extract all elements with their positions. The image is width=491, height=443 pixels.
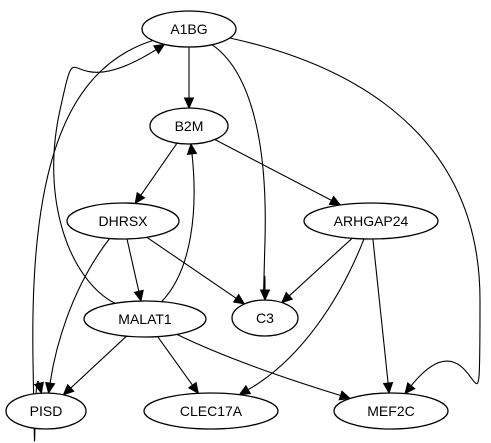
edge-b2m-to-dhrsx: [134, 142, 178, 205]
arrowhead-icon: [232, 293, 246, 305]
edge-dhrsx-to-malat1: [126, 238, 144, 303]
arrowhead-icon: [186, 142, 198, 155]
edge-line: [146, 236, 237, 299]
node-dhrsx[interactable]: DHRSX: [66, 202, 180, 240]
node-label: ARHGAP24: [334, 213, 409, 229]
arrowhead-icon: [382, 382, 394, 395]
edge-line: [247, 238, 365, 391]
arrowhead-icon: [187, 381, 200, 395]
node-clec17a[interactable]: CLEC17A: [143, 392, 279, 430]
node-b2m[interactable]: B2M: [149, 107, 229, 145]
arrowhead-icon: [328, 195, 342, 206]
node-label: C3: [256, 310, 274, 326]
arrowhead-icon: [133, 289, 144, 303]
node-label: B2M: [175, 118, 204, 134]
arrowhead-icon: [404, 382, 416, 395]
arrowhead-icon: [338, 390, 352, 401]
node-a1bg[interactable]: A1BG: [141, 10, 237, 48]
node-ellipse: [303, 202, 439, 240]
edge-dhrsx-to-c3: [146, 236, 246, 305]
node-label: A1BG: [170, 21, 207, 37]
edge-line: [372, 238, 389, 384]
edge-line: [288, 237, 353, 297]
node-mef2c[interactable]: MEF2C: [333, 392, 449, 430]
edge-arhgap24-to-mef2c: [372, 238, 394, 395]
edge-line: [176, 333, 341, 397]
edge-line: [161, 153, 195, 303]
node-ellipse: [231, 299, 299, 337]
edge-dhrsx-to-pisd: [45, 238, 111, 395]
arrowhead-icon: [238, 384, 252, 396]
edge-malat1-to-mef2c: [176, 333, 352, 401]
edge-arhgap24-to-clec17a: [238, 238, 365, 396]
node-malat1[interactable]: MALAT1: [83, 300, 207, 338]
arrowhead-icon: [281, 291, 294, 304]
node-label: PISD: [30, 403, 63, 419]
arrowhead-icon: [183, 97, 195, 110]
arrowhead-icon: [62, 383, 75, 396]
edges-layer: [32, 37, 481, 442]
edge-arhgap24-to-c3: [281, 237, 353, 304]
node-label: DHRSX: [98, 213, 148, 229]
edge-line: [70, 335, 127, 389]
edge-line: [49, 238, 111, 384]
node-ellipse: [141, 10, 237, 48]
node-c3[interactable]: C3: [231, 299, 299, 337]
arrowhead-icon: [259, 289, 271, 302]
node-label: MEF2C: [367, 403, 414, 419]
edge-line: [53, 49, 157, 304]
node-label: CLEC17A: [180, 403, 243, 419]
edge-a1bg-to-c3: [211, 44, 271, 302]
node-ellipse: [66, 202, 180, 240]
node-ellipse: [143, 392, 279, 430]
node-pisd[interactable]: PISD: [5, 392, 87, 430]
edge-malat1-to-a1bg: [53, 43, 166, 304]
edge-a1bg-to-mef2c: [229, 37, 481, 395]
edge-line: [140, 142, 178, 196]
node-ellipse: [333, 392, 449, 430]
arrowhead-icon: [45, 381, 56, 395]
node-ellipse: [149, 107, 229, 145]
edge-malat1-to-b2m: [161, 142, 198, 303]
edge-malat1-to-pisd: [62, 335, 127, 396]
arrowhead-icon: [134, 191, 146, 205]
node-ellipse: [5, 392, 87, 430]
edge-line: [229, 37, 481, 387]
edge-line: [126, 238, 140, 292]
node-ellipse: [83, 300, 207, 338]
edge-line: [214, 139, 332, 201]
arrowhead-icon: [152, 43, 166, 55]
arrowhead-icon: [33, 381, 44, 395]
edge-line: [157, 336, 193, 386]
node-label: MALAT1: [118, 311, 172, 327]
edge-a1bg-to-b2m: [183, 47, 195, 110]
edge-malat1-to-clec17a: [157, 336, 200, 395]
edge-b2m-to-arhgap24: [214, 139, 342, 206]
edge-line: [211, 44, 266, 292]
node-arhgap24[interactable]: ARHGAP24: [303, 202, 439, 240]
